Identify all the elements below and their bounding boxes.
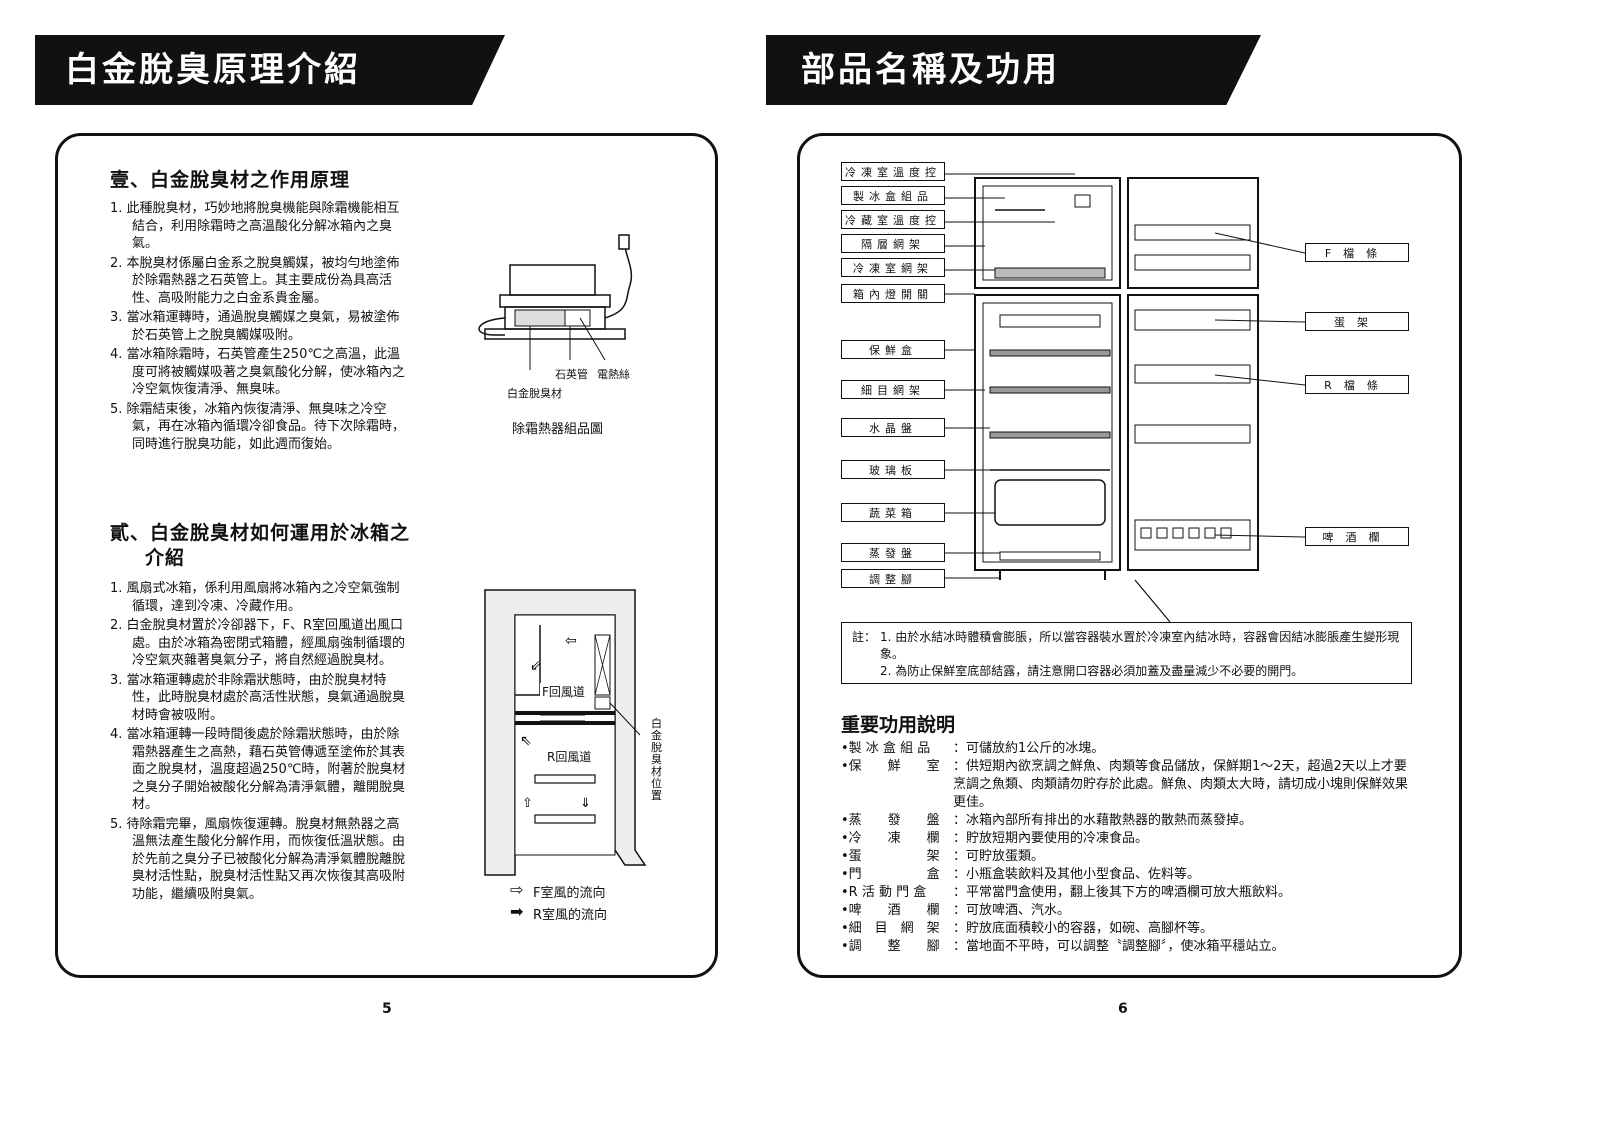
section1-item: 5. 除霜結束後，冰箱內恢復清淨、無臭味之冷空氣，再在冰箱內循環冷卻食品。待下次… — [110, 401, 406, 452]
section1-item: 4. 當冰箱除霜時，石英管產生250℃之高溫，此溫度可將被觸媒吸著之臭氣酸化分解… — [110, 347, 406, 397]
section2-item: 1. 風扇式冰箱，係利用風扇將冰箱內之冷空氣強制循環，達到冷凍、冷藏作用。 — [110, 581, 400, 614]
legend-f-airflow: F室風的流向 — [533, 886, 606, 901]
part-label: 冷凍室網架 — [841, 258, 945, 277]
function-row: •門 盒 ：小瓶盒裝飲料及其他小型食品、佐料等。 — [841, 866, 1416, 884]
part-label: 玻璃板 — [841, 460, 945, 479]
section1-title: 壹、白金脫臭材之作用原理 — [110, 169, 351, 191]
left-content-panel — [55, 133, 718, 978]
airflow-diagram: ⇦ ⇙ ⇖ ⇧ ⇓ — [484, 589, 647, 876]
svg-text:⇓: ⇓ — [580, 796, 591, 811]
label-f-return-duct: F回風道 — [540, 683, 587, 700]
label-quartz-tube: 石英管 — [555, 368, 588, 381]
function-row: •R 活 動 門 盒 ：平常當門盒使用，翻上後其下方的啤酒欄可放大瓶飲料。 — [841, 884, 1416, 902]
function-row: •製 冰 盒 組 品 ：可儲放約1公斤的冰塊。 — [841, 740, 1416, 758]
section1-item: 2. 本脫臭材係屬白金系之脫臭觸媒，被均勻地塗佈於除霜熱器之石英管上。其主要成份… — [110, 255, 400, 306]
section2-item: 3. 當冰箱運轉處於非除霜狀態時，由於脫臭材特性，此時脫臭材處於高活性狀態，臭氣… — [110, 672, 406, 723]
part-label-right: 蛋架 — [1305, 312, 1409, 331]
section2-item: 2. 白金脫臭材置於冷卻器下，F、R室回風道出風口處。由於冰箱為密閉式箱體，經風… — [110, 618, 406, 668]
function-row: •保 鮮 室 ：供短期內欲烹調之鮮魚、肉類等食品儲放，保鮮期1～2天，超過2天以上… — [841, 758, 1416, 812]
arrow-solid-icon: ➡ — [510, 902, 524, 921]
defrost-heater-caption: 除霜熱器組品圖 — [512, 422, 604, 437]
part-label-right: R檔條 — [1305, 375, 1409, 394]
section2-title-line2: 介紹 — [145, 547, 186, 569]
function-desc: ：平常當門盒使用，翻上後其下方的啤酒欄可放大瓶飲料。 — [953, 885, 1292, 900]
part-label-right: F檔條 — [1305, 243, 1409, 262]
function-name: •啤 酒 欄 — [841, 903, 940, 918]
svg-text:⇧: ⇧ — [522, 796, 533, 811]
part-label: 水晶盤 — [841, 418, 945, 437]
part-label: 細目網架 — [841, 380, 945, 399]
function-name: •門 盒 — [841, 867, 940, 882]
part-label: 冷凍室溫度控制 — [841, 162, 945, 198]
section2-title-line1: 貳、白金脫臭材如何運用於冰箱之 — [110, 522, 411, 544]
svg-text:⇙: ⇙ — [530, 658, 542, 674]
functions-list: •製 冰 盒 組 品 ：可儲放約1公斤的冰塊。 •保 鮮 室 ：供短期內欲烹調之鮮魚… — [841, 740, 1416, 956]
section1-list: 1. 此種脫臭材，巧妙地將脫臭機能與除霜機能相互結合，利用除霜時之高溫酸化分解冰… — [110, 200, 410, 455]
function-name: •保 鮮 室 — [841, 759, 940, 774]
function-name: •R 活 動 門 盒 — [841, 885, 927, 900]
right-content-panel — [797, 133, 1462, 978]
page-number-left: 5 — [382, 1001, 392, 1017]
note-item: 2. 為防止保鮮室底部結露，請注意開口容器必須加蓋及盡量減少不必要的開門。 — [880, 664, 1304, 678]
function-desc: ：可放啤酒、汽水。 — [953, 903, 1071, 918]
section2-item: 5. 待除霜完畢，風扇恢復運轉。脫臭材無熱器之高溫無法產生酸化分解作用，而恢復低… — [110, 816, 406, 902]
part-label: 蔬菜箱 — [841, 503, 945, 522]
function-row: •蒸 發 盤 ：冰箱內部所有排出的水藉散熱器的散熱而蒸發掉。 — [841, 812, 1416, 830]
page-number-right: 6 — [1118, 1001, 1128, 1017]
svg-text:⇖: ⇖ — [520, 733, 532, 749]
function-desc: ：冰箱內部所有排出的水藉散熱器的散熱而蒸發掉。 — [953, 813, 1253, 828]
section2-item: 4. 當冰箱運轉一段時間後處於除霜狀態時，由於除霜熱器產生之高熱，藉石英管傳遞至… — [110, 727, 406, 812]
function-name: •製 冰 盒 組 品 — [841, 741, 931, 756]
function-row: •調 整 腳 ：當地面不平時，可以調整〝調整腳〞，使冰箱平穩站立。 — [841, 938, 1416, 956]
function-name: •調 整 腳 — [841, 939, 940, 954]
note-prefix: 註： — [852, 630, 877, 644]
part-label: 調整腳 — [841, 569, 945, 588]
refrigerator-diagram — [945, 173, 1305, 623]
part-label: 製冰盒組品 — [841, 186, 945, 205]
function-name: •蛋 架 — [841, 849, 940, 864]
functions-title: 重要功用說明 — [841, 714, 956, 736]
function-desc: ：貯放底面積較小的容器，如碗、高腳杯等。 — [953, 921, 1214, 936]
part-label: 箱內燈開關 — [841, 284, 945, 303]
right-banner-title: 部品名稱及功用 — [766, 35, 1261, 105]
function-row: •蛋 架 ：可貯放蛋類。 — [841, 848, 1416, 866]
function-row: •啤 酒 欄 ：可放啤酒、汽水。 — [841, 902, 1416, 920]
function-name: •蒸 發 盤 — [841, 813, 940, 828]
part-label: 隔層網架 — [841, 234, 945, 253]
note-item: 1. 由於水結冰時體積會膨脹，所以當容器裝水置於冷凍室內結冰時，容器會因結冰膨脹… — [880, 630, 1400, 661]
function-desc: ：小瓶盒裝飲料及其他小型食品、佐料等。 — [953, 867, 1201, 882]
function-desc: ：貯放短期內要使用的冷凍食品。 — [953, 831, 1149, 846]
part-label-right: 啤酒欄 — [1305, 527, 1409, 546]
function-desc: ：可儲放約1公斤的冰塊。 — [953, 741, 1105, 756]
section1-item: 3. 當冰箱運轉時，通過脫臭觸媒之臭氣，易被塗佈於石英管上之脫臭觸媒吸附。 — [110, 310, 400, 343]
label-deodorant-material: 白金脫臭材 — [507, 387, 562, 400]
left-banner-title: 白金脫臭原理介紹 — [35, 35, 505, 105]
defrost-heater-diagram — [478, 234, 633, 370]
function-desc: ：當地面不平時，可以調整〝調整腳〞，使冰箱平穩站立。 — [953, 939, 1285, 954]
function-desc: ：可貯放蛋類。 — [953, 849, 1045, 864]
part-label: 冷藏室溫度控制 — [841, 210, 945, 246]
part-label: 蒸發盤 — [841, 543, 945, 562]
part-label: 保鮮盒 — [841, 340, 945, 359]
function-row: •冷 凍 欄 ：貯放短期內要使用的冷凍食品。 — [841, 830, 1416, 848]
legend-r-airflow: R室風的流向 — [533, 908, 608, 923]
section1-item: 1. 此種脫臭材，巧妙地將脫臭機能與除霜機能相互結合，利用除霜時之高溫酸化分解冰… — [110, 201, 400, 251]
label-r-return-duct: R回風道 — [545, 748, 594, 765]
section2-list: 1. 風扇式冰箱，係利用風扇將冰箱內之冷空氣強制循環，達到冷凍、冷藏作用。 2.… — [110, 580, 410, 905]
label-heater-wire: 電熱絲 — [597, 368, 630, 381]
function-name: •細 目 網 架 — [841, 921, 940, 936]
arrow-hollow-icon: ⇨ — [510, 880, 524, 899]
label-deodorant-position: 白金脫臭材位置 — [651, 717, 662, 802]
function-row: •細 目 網 架 ：貯放底面積較小的容器，如碗、高腳杯等。 — [841, 920, 1416, 938]
notes-box: 註： 1. 由於水結冰時體積會膨脹，所以當容器裝水置於冷凍室內結冰時，容器會因結… — [841, 622, 1412, 684]
svg-text:⇦: ⇦ — [565, 633, 577, 649]
function-name: •冷 凍 欄 — [841, 831, 940, 846]
function-desc: ：供短期內欲烹調之鮮魚、肉類等食品儲放，保鮮期1～2天，超過2天以上才要烹調之魚… — [953, 759, 1409, 810]
